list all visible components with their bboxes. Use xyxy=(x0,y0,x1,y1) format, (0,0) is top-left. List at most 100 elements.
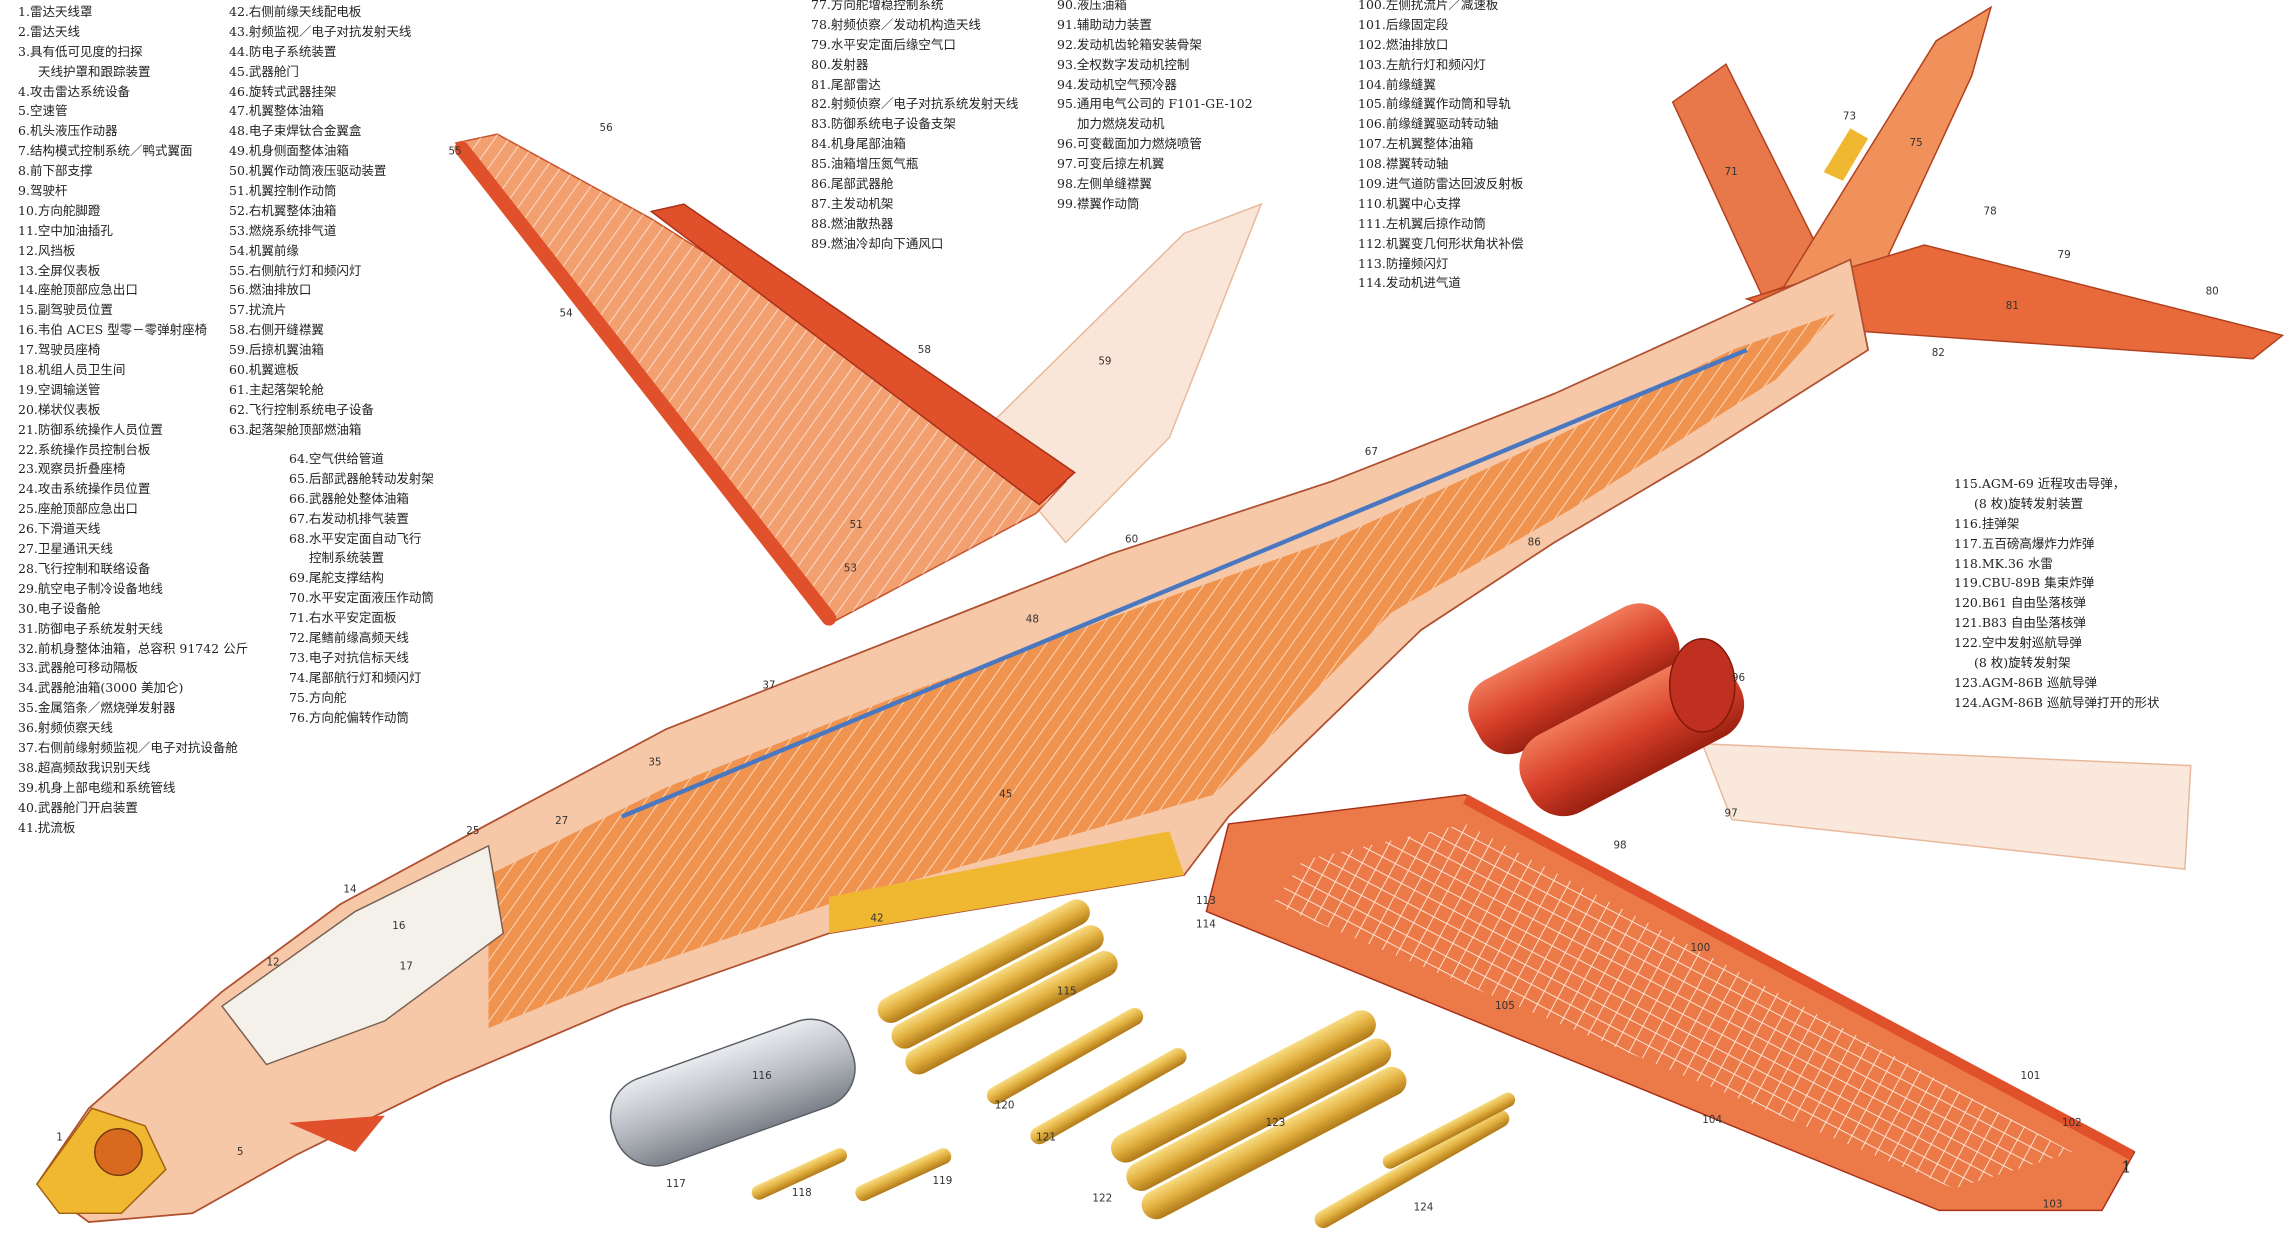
legend-text: 左侧扰流片／减速板 xyxy=(1385,0,1499,12)
legend-item: 123.AGM-86B 巡航导弹 xyxy=(1954,673,2159,693)
legend-text: 发射器 xyxy=(830,56,869,72)
legend-number: 9. xyxy=(18,183,30,199)
legend-text: 方向舵增稳控制系统 xyxy=(830,0,944,12)
legend-text: 系统操作员控制台板 xyxy=(37,441,151,457)
legend-text: 前下部支撑 xyxy=(29,163,93,179)
legend-number: 19. xyxy=(18,381,38,397)
legend-number: 37. xyxy=(18,739,38,755)
legend-item: 89.燃油冷却向下通风口 xyxy=(811,234,1018,254)
legend-text: 空中加油插孔 xyxy=(37,222,113,238)
legend-item: 64.空气供给管道 xyxy=(289,449,434,469)
legend-text: 燃油冷却向下通风口 xyxy=(830,235,944,251)
legend-item: 47.机翼整体油箱 xyxy=(229,101,411,121)
legend-item: 91.辅助动力装置 xyxy=(1057,15,1253,35)
legend-number: 105. xyxy=(1358,96,1386,112)
legend-number: 120. xyxy=(1954,595,1982,611)
legend-text: 飞行控制系统电子设备 xyxy=(248,401,374,417)
legend-text: 空调输送管 xyxy=(37,381,101,397)
legend-text: 风挡板 xyxy=(37,242,76,258)
legend-item: 39.机身上部电缆和系统管线 xyxy=(18,778,248,798)
legend-item: 33.武器舱可移动隔板 xyxy=(18,658,248,678)
legend-number: 85. xyxy=(811,156,831,172)
legend-item: 76.方向舵偏转作动筒 xyxy=(289,708,434,728)
legend-number: 1. xyxy=(18,4,30,19)
legend-item: 46.旋转式武器挂架 xyxy=(229,82,411,102)
legend-text-continued: (8 枚)旋转发射架 xyxy=(1974,655,2071,671)
legend-number: 90. xyxy=(1057,0,1077,12)
legend-number: 18. xyxy=(18,362,38,378)
legend-text: 防御系统电子设备支架 xyxy=(830,116,956,132)
legend-number: 2. xyxy=(18,23,30,39)
legend-item: 113.防撞频闪灯 xyxy=(1358,254,1523,274)
legend-number: 21. xyxy=(18,421,38,437)
legend-item: 20.梯状仪表板 xyxy=(18,400,248,420)
legend-text: 驾驶杆 xyxy=(29,183,68,199)
legend-text: 尾部航行灯和频闪灯 xyxy=(308,669,422,685)
legend-number: 24. xyxy=(18,481,38,497)
legend-number: 63. xyxy=(229,421,249,437)
legend-item: 5.空速管 xyxy=(18,101,248,121)
legend-item: 26.下滑道天线 xyxy=(18,519,248,539)
callout-number: 16 xyxy=(392,920,405,932)
legend-number: 109. xyxy=(1358,176,1386,192)
callout-number: 123 xyxy=(1266,1117,1286,1129)
legend-item: 120.B61 自由坠落核弹 xyxy=(1954,593,2159,613)
legend-number: 101. xyxy=(1358,16,1386,32)
legend-item: 65.后部武器舱转动发射架 xyxy=(289,469,434,489)
legend-item: 63.起落架舱顶部燃油箱 xyxy=(229,420,411,440)
legend-number: 93. xyxy=(1057,56,1077,72)
legend-item: 19.空调输送管 xyxy=(18,380,248,400)
callout-number: 121 xyxy=(1036,1131,1056,1143)
legend-number: 67. xyxy=(289,510,309,526)
legend-number: 29. xyxy=(18,580,38,596)
legend-text: 机翼整体油箱 xyxy=(248,103,324,119)
legend-item: 36.射频侦察天线 xyxy=(18,718,248,738)
legend-text: 具有低可见度的扫探 xyxy=(29,43,143,59)
legend-number: 74. xyxy=(289,669,309,685)
legend-number: 36. xyxy=(18,720,38,736)
legend-text: 机身尾部油箱 xyxy=(830,136,906,152)
legend-number: 77. xyxy=(811,0,831,12)
callout-number: 1 xyxy=(56,1131,63,1143)
legend-number: 83. xyxy=(811,116,831,132)
legend-number: 123. xyxy=(1954,674,1982,690)
legend-text: 液压油箱 xyxy=(1076,0,1127,12)
legend-text: 卫星通讯天线 xyxy=(37,541,113,557)
legend-item: 21.防御系统操作人员位置 xyxy=(18,420,248,440)
legend-item: 29.航空电子制冷设备地线 xyxy=(18,579,248,599)
legend-number: 89. xyxy=(811,235,831,251)
legend-item: 122.空中发射巡航导弹 xyxy=(1954,633,2159,653)
callout-number: 58 xyxy=(918,344,931,356)
legend-text: 尾部雷达 xyxy=(830,76,881,92)
callout-number: 25 xyxy=(466,825,479,837)
legend-text: 发动机齿轮箱安装骨架 xyxy=(1076,36,1202,52)
legend-item: 69.尾舵支撑结构 xyxy=(289,568,434,588)
legend-item: 70.水平安定面液压作动筒 xyxy=(289,588,434,608)
legend-text: 航空电子制冷设备地线 xyxy=(37,580,163,596)
legend-number: 35. xyxy=(18,700,38,716)
callout-number: 56 xyxy=(600,122,613,134)
legend-text: 旋转式武器挂架 xyxy=(248,83,337,99)
legend-number: 107. xyxy=(1358,136,1386,152)
legend-number: 66. xyxy=(289,490,309,506)
legend-number: 71. xyxy=(289,610,309,626)
legend-text: 燃油排放口 xyxy=(1385,36,1449,52)
legend-item: 105.前缘缝翼作动筒和导轨 xyxy=(1358,94,1523,114)
callout-number: 54 xyxy=(560,308,573,320)
callout-number: 60 xyxy=(1125,534,1138,546)
legend-text: 五百磅高爆炸力炸弹 xyxy=(1981,535,2095,551)
legend-text: CBU-89B 集束炸弹 xyxy=(1981,575,2095,591)
legend-item: 41.扰流板 xyxy=(18,818,248,838)
legend-item: 67.右发动机排气装置 xyxy=(289,509,434,529)
callout-number: 86 xyxy=(1528,536,1541,548)
legend-number: 98. xyxy=(1057,176,1077,192)
legend-text: 左航行灯和频闪灯 xyxy=(1385,56,1486,72)
legend-number: 23. xyxy=(18,461,38,477)
legend-number: 56. xyxy=(229,282,249,298)
legend-item: 87.主发动机架 xyxy=(811,194,1018,214)
alcm-rotary-launcher xyxy=(1111,1010,1407,1220)
legend-text: 空中发射巡航导弹 xyxy=(1981,635,2082,651)
legend-number: 97. xyxy=(1057,156,1077,172)
legend-item: 58.右侧开缝襟翼 xyxy=(229,320,411,340)
legend-text: 襟翼转动轴 xyxy=(1385,156,1449,172)
